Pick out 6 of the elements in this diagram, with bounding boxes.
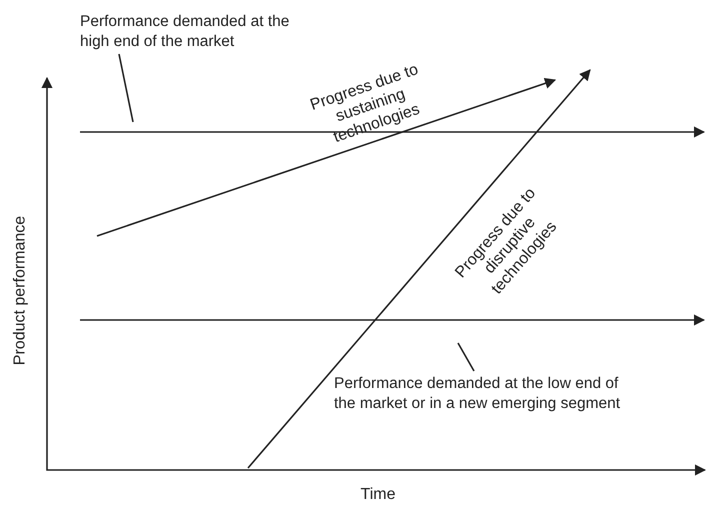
axis-title: Product performance — [10, 214, 30, 367]
leader-line — [118, 54, 134, 122]
axis-title: Time — [360, 484, 396, 504]
leader-line — [457, 342, 475, 372]
callout-text: Performance demanded at the high end of the market — [80, 12, 315, 52]
callout-text: Performance demanded at the low end of the market or in a new emerging segment — [334, 374, 634, 414]
